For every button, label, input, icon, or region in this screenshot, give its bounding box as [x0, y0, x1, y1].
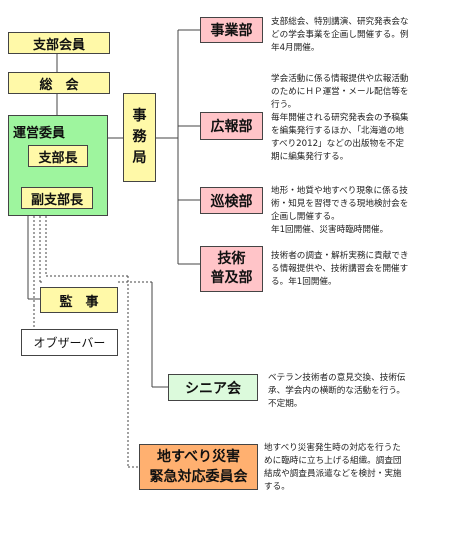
desc-line: 地すべり災害発生時の対応を行うた	[264, 443, 401, 453]
desc-line: 結成や調査員派遣などを検討・実施	[264, 469, 402, 479]
desc-line: 年1回開催、災害時臨時開催。	[271, 225, 389, 235]
desc-line: する。	[264, 482, 290, 492]
desc-line: 行う。	[271, 100, 297, 110]
dept-tech-label-line-1: 技術	[217, 251, 246, 267]
desc-line: 年4月開催。	[271, 43, 320, 53]
vice-chair-label: 副支部長	[30, 192, 83, 208]
desc-line: る情報提供や、技術講習会を開催す	[271, 264, 409, 274]
dept-pr-desc: 学会活動に係る情報提供や広報活動 のためにＨＰ運営・メール配信等を 行う。 毎年…	[271, 73, 449, 164]
desc-line: どの学会事業を企画し開催する。例	[271, 30, 409, 40]
dept-business-label: 事業部	[210, 23, 253, 39]
members-label: 支部会員	[32, 37, 85, 53]
chair-box: 支部長	[28, 145, 88, 167]
desc-line: 学会活動に係る情報提供や広報活動	[271, 74, 409, 84]
secretariat-char-1: 事	[132, 108, 147, 124]
dept-pr-label: 広報部	[210, 119, 253, 135]
desc-line: すべり2012」などの出版物を不定	[271, 139, 404, 149]
dept-field-trip-desc: 地形・地質や地すべり現象に係る技 術・知見を習得できる現地検討会を 企画し開催す…	[271, 185, 449, 237]
desc-line: 術・知見を習得できる現地検討会を	[271, 199, 409, 209]
desc-line: 技術者の調査・解析実務に貢献でき	[271, 251, 409, 261]
desc-line: 承、学会内の横断的な活動を行う。	[268, 386, 405, 396]
secretariat-box: 事 務 局	[123, 93, 156, 182]
desc-line: を編集発行するほか、「北海道の地	[271, 126, 405, 136]
emergency-desc: 地すべり災害発生時の対応を行うた めに臨時に立ち上げる組織。調査団 結成や調査員…	[264, 442, 446, 494]
senior-label: シニア会	[185, 380, 241, 397]
steering-committee-box: 運営委員 支部長 副支部長	[8, 115, 108, 216]
secretariat-char-2: 務	[132, 129, 147, 145]
secretariat-char-3: 局	[132, 150, 147, 166]
general-meeting-label: 総 会	[39, 77, 79, 93]
dept-tech-label-line-2: 普及部	[210, 270, 253, 286]
emergency-label-line-2: 緊急対応委員会	[149, 469, 248, 485]
auditor-box: 監 事	[40, 287, 118, 313]
desc-line: ベテラン技術者の意見交換、技術伝	[268, 373, 406, 383]
dept-pr-box: 広報部	[200, 112, 263, 140]
dept-business-desc: 支部総会、特別講演、研究発表会な どの学会事業を企画し開催する。例 年4月開催。	[271, 16, 449, 55]
senior-box: シニア会	[168, 374, 258, 401]
desc-line: めに臨時に立ち上げる組織。調査団	[264, 456, 402, 466]
desc-line: る。年1回開催。	[271, 277, 337, 287]
desc-line: 毎年開催される研究発表会の予稿集	[271, 113, 409, 123]
members-box: 支部会員	[8, 32, 110, 54]
chair-label: 支部長	[38, 150, 78, 166]
desc-line: 不定期。	[268, 399, 303, 409]
observer-label: オブザーバー	[33, 336, 106, 350]
dept-business-box: 事業部	[200, 17, 263, 43]
desc-line: 支部総会、特別講演、研究発表会な	[271, 17, 409, 27]
dept-tech-box: 技術 普及部	[200, 246, 263, 292]
steering-committee-label: 運営委員	[13, 126, 66, 141]
auditor-label: 監 事	[59, 294, 99, 310]
desc-line: 企画し開催する。	[271, 212, 340, 222]
senior-desc: ベテラン技術者の意見交換、技術伝 承、学会内の横断的な活動を行う。 不定期。	[268, 372, 448, 411]
general-meeting-box: 総 会	[8, 72, 110, 94]
desc-line: 地形・地質や地すべり現象に係る技	[271, 186, 408, 196]
dept-field-trip-box: 巡検部	[200, 187, 263, 214]
vice-chair-box: 副支部長	[21, 187, 93, 209]
observer-box: オブザーバー	[21, 329, 118, 356]
desc-line: 期に編集発行する。	[271, 152, 349, 162]
dept-tech-desc: 技術者の調査・解析実務に貢献でき る情報提供や、技術講習会を開催す る。年1回開…	[271, 250, 449, 289]
desc-line: のためにＨＰ運営・メール配信等を	[271, 87, 409, 97]
dept-field-trip-label: 巡検部	[210, 193, 253, 210]
emergency-committee-box: 地すべり災害 緊急対応委員会	[139, 444, 258, 490]
emergency-label-line-1: 地すべり災害	[156, 449, 241, 465]
